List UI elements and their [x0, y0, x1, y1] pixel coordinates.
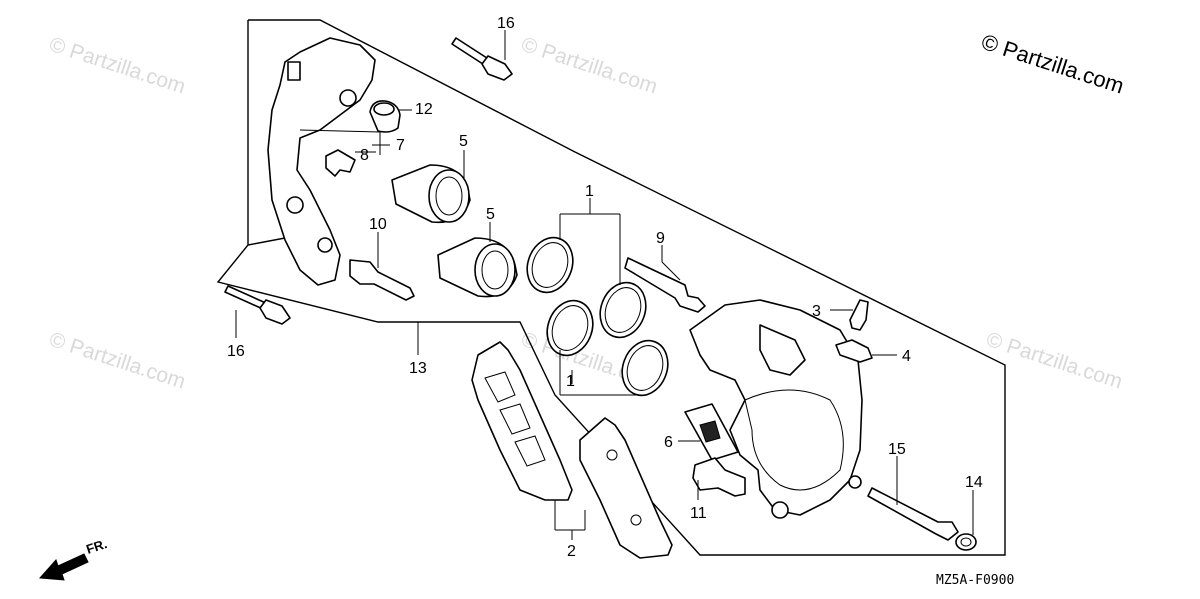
- label-part-8: 8: [360, 147, 369, 164]
- caliper-bracket: [267, 37, 376, 286]
- label-part-9: 9: [656, 230, 665, 247]
- plate-6: [684, 403, 739, 461]
- pin-9: [624, 257, 706, 313]
- brake-pad-right: [579, 417, 673, 559]
- label-part-16-bottom: 16: [227, 343, 245, 360]
- label-part-4: 4: [902, 348, 911, 365]
- bolt-11: [692, 457, 746, 497]
- brake-pad-left: [471, 341, 573, 501]
- watermark-2: © Partzilla.com: [518, 33, 660, 99]
- front-label: FR.: [84, 536, 109, 557]
- label-part-3: 3: [812, 303, 821, 320]
- piston-5-mid: [437, 237, 518, 298]
- label-part-16-top: 16: [497, 15, 515, 32]
- label-part-12: 12: [415, 101, 433, 118]
- bleeder-3: [849, 299, 869, 331]
- watermark-3: © Partzilla.com: [46, 328, 188, 394]
- front-indicator: FR.: [38, 536, 109, 581]
- label-part-6: 6: [664, 434, 673, 451]
- diagram-code: MZ5A-F0900: [936, 573, 1014, 588]
- clip-8: [325, 149, 356, 177]
- label-part-11: 11: [690, 505, 707, 522]
- pin-15: [867, 487, 959, 541]
- watermark-1: © Partzilla.com: [46, 33, 188, 99]
- piston-5-top: [391, 164, 471, 224]
- bolt-16-top: [451, 37, 513, 81]
- bolt-16-bottom: [224, 285, 291, 325]
- part-labels: 16 12 8 7 5 5 1 10 9 3 4 16 13 1 6 15 14…: [227, 15, 983, 560]
- caliper-body: [689, 299, 863, 519]
- copyright-text: © Partzilla.com: [978, 29, 1127, 99]
- label-part-10: 10: [369, 216, 387, 233]
- front-arrow-icon: [38, 553, 89, 581]
- label-part-5-mid: 5: [486, 206, 495, 223]
- plug-14: [955, 533, 977, 551]
- label-part-5-top: 5: [459, 133, 468, 150]
- seals-1: [526, 236, 669, 397]
- label-part-7: 7: [396, 137, 405, 154]
- label-part-14: 14: [965, 474, 983, 491]
- boot-12: [369, 100, 401, 133]
- label-part-15: 15: [888, 441, 906, 458]
- leader-lines: [235, 30, 974, 540]
- cap-4: [835, 339, 873, 363]
- label-part-13: 13: [409, 360, 427, 377]
- label-part-2: 2: [567, 543, 576, 560]
- pin-10: [349, 259, 415, 301]
- label-part-1-top: 1: [585, 183, 594, 200]
- label-part-1-bottom: 1: [566, 373, 575, 390]
